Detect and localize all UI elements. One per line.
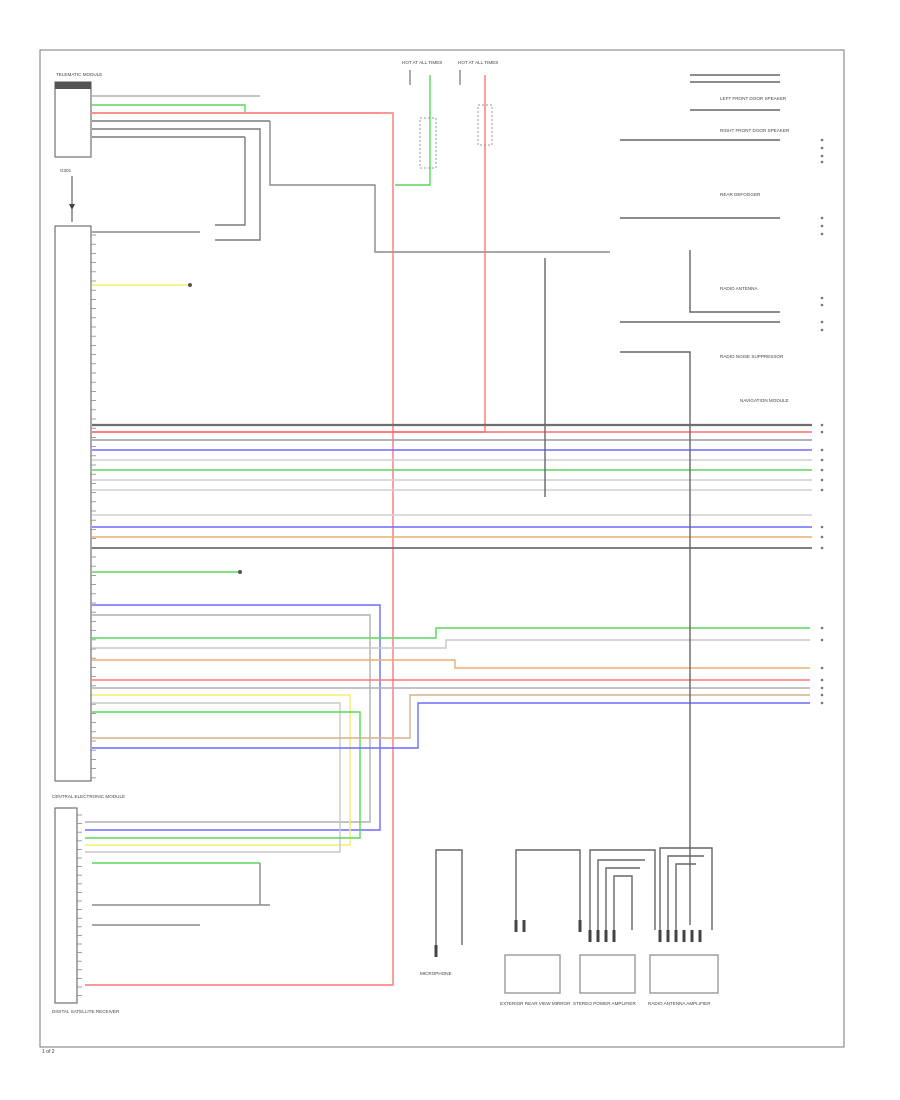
- terminal-dot: [820, 546, 824, 550]
- terminal-dot: [820, 626, 824, 630]
- top-left-connector: TELEMATIC MODULE: [54, 72, 102, 158]
- bottom-label-1: MICROPHONE: [420, 971, 452, 976]
- terminal-dot: [820, 468, 824, 472]
- terminal-dot: [820, 154, 824, 158]
- fuse-b-label: HOT AT ALL TIMES: [458, 60, 498, 65]
- connector-stub: [682, 930, 686, 942]
- connector-stub: [578, 920, 582, 932]
- connector-stub: [690, 930, 694, 942]
- terminal-dot: [820, 666, 824, 670]
- yellow-stub: [92, 283, 192, 287]
- main-left-connector: [54, 225, 92, 782]
- top-left-module-label: TELEMATIC MODULE: [56, 72, 102, 77]
- ground-symbol: G301: [60, 168, 75, 222]
- bottom-components: [435, 847, 719, 994]
- top-left-wires: [92, 95, 610, 253]
- terminal-dot: [820, 138, 824, 142]
- connector-stubs: [434, 920, 702, 957]
- terminal-dot: [820, 303, 824, 307]
- terminal-dot: [820, 224, 824, 228]
- terminal-dot: [820, 478, 824, 482]
- terminal-dot: [820, 638, 824, 642]
- fuse-a-label: HOT AT ALL TIMES: [402, 60, 442, 65]
- terminal-dot: [820, 430, 824, 434]
- connector-stub: [588, 930, 592, 942]
- connector-stub: [698, 930, 702, 942]
- page-footer: 1 of 2: [42, 1049, 55, 1055]
- pin-ticks: [77, 234, 96, 996]
- svg-text:G301: G301: [60, 168, 72, 173]
- terminal-dot: [820, 146, 824, 150]
- right-labels: LEFT FRONT DOOR SPEAKER RIGHT FRONT DOOR…: [720, 96, 790, 403]
- connector-stub: [434, 945, 438, 957]
- terminal-dot: [820, 232, 824, 236]
- connector-stub: [666, 930, 670, 942]
- connector-stub: [514, 920, 518, 932]
- terminal-dot: [820, 678, 824, 682]
- connector-stub: [522, 920, 526, 932]
- diagram-frame: [39, 49, 845, 1048]
- terminal-dot: [820, 423, 824, 427]
- right-mid-1: REAR DEFOGGER: [720, 192, 761, 197]
- bottom-label-3: STEREO POWER AMPLIFIER: [573, 1001, 636, 1006]
- connector-stub: [658, 930, 662, 942]
- right-components: [544, 74, 780, 925]
- bottom-left-caption: DIGITAL SATELLITE RECEIVER: [52, 1009, 120, 1014]
- horizontal-bus: [92, 423, 812, 549]
- bottom-label-4: RADIO ANTENNA AMPLIFIER: [648, 1001, 711, 1006]
- connector-stub: [604, 930, 608, 942]
- right-label-2: RIGHT FRONT DOOR SPEAKER: [720, 128, 790, 133]
- connector-stub: [674, 930, 678, 942]
- right-mid-2: RADIO NOISE SUPPRESSOR: [720, 354, 784, 359]
- bottom-left-connector: CENTRAL ELECTRONIC MODULE DIGITAL SATELL…: [52, 794, 125, 1014]
- terminal-dot: [820, 160, 824, 164]
- bottom-left-module-label: CENTRAL ELECTRONIC MODULE: [52, 794, 125, 799]
- fuse-block: HOT AT ALL TIMES HOT AT ALL TIMES: [402, 60, 498, 169]
- terminal-dot: [820, 448, 824, 452]
- connector-stub: [612, 930, 616, 942]
- bottom-label-2: EXTERIOR REAR VIEW MIRROR: [500, 1001, 571, 1006]
- terminal-dot: [820, 535, 824, 539]
- terminal-dot: [820, 320, 824, 324]
- terminal-dot: [820, 216, 824, 220]
- terminal-dot: [820, 693, 824, 697]
- connector-stub: [596, 930, 600, 942]
- terminal-dot: [820, 296, 824, 300]
- right-label-1: LEFT FRONT DOOR SPEAKER: [720, 96, 787, 101]
- right-label-3: RADIO ANTENNA: [720, 286, 758, 291]
- terminal-dot: [820, 686, 824, 690]
- right-edge-terminals: [820, 138, 824, 705]
- terminal-dot: [820, 458, 824, 462]
- bottom-labels: MICROPHONE EXTERIOR REAR VIEW MIRROR STE…: [420, 971, 711, 1006]
- terminal-dot: [820, 525, 824, 529]
- right-mid-3: NAVIGATION MODULE: [740, 398, 789, 403]
- terminal-dot: [820, 328, 824, 332]
- terminal-dot: [820, 488, 824, 492]
- terminal-dot: [820, 701, 824, 705]
- lower-left-wires: [85, 570, 810, 926]
